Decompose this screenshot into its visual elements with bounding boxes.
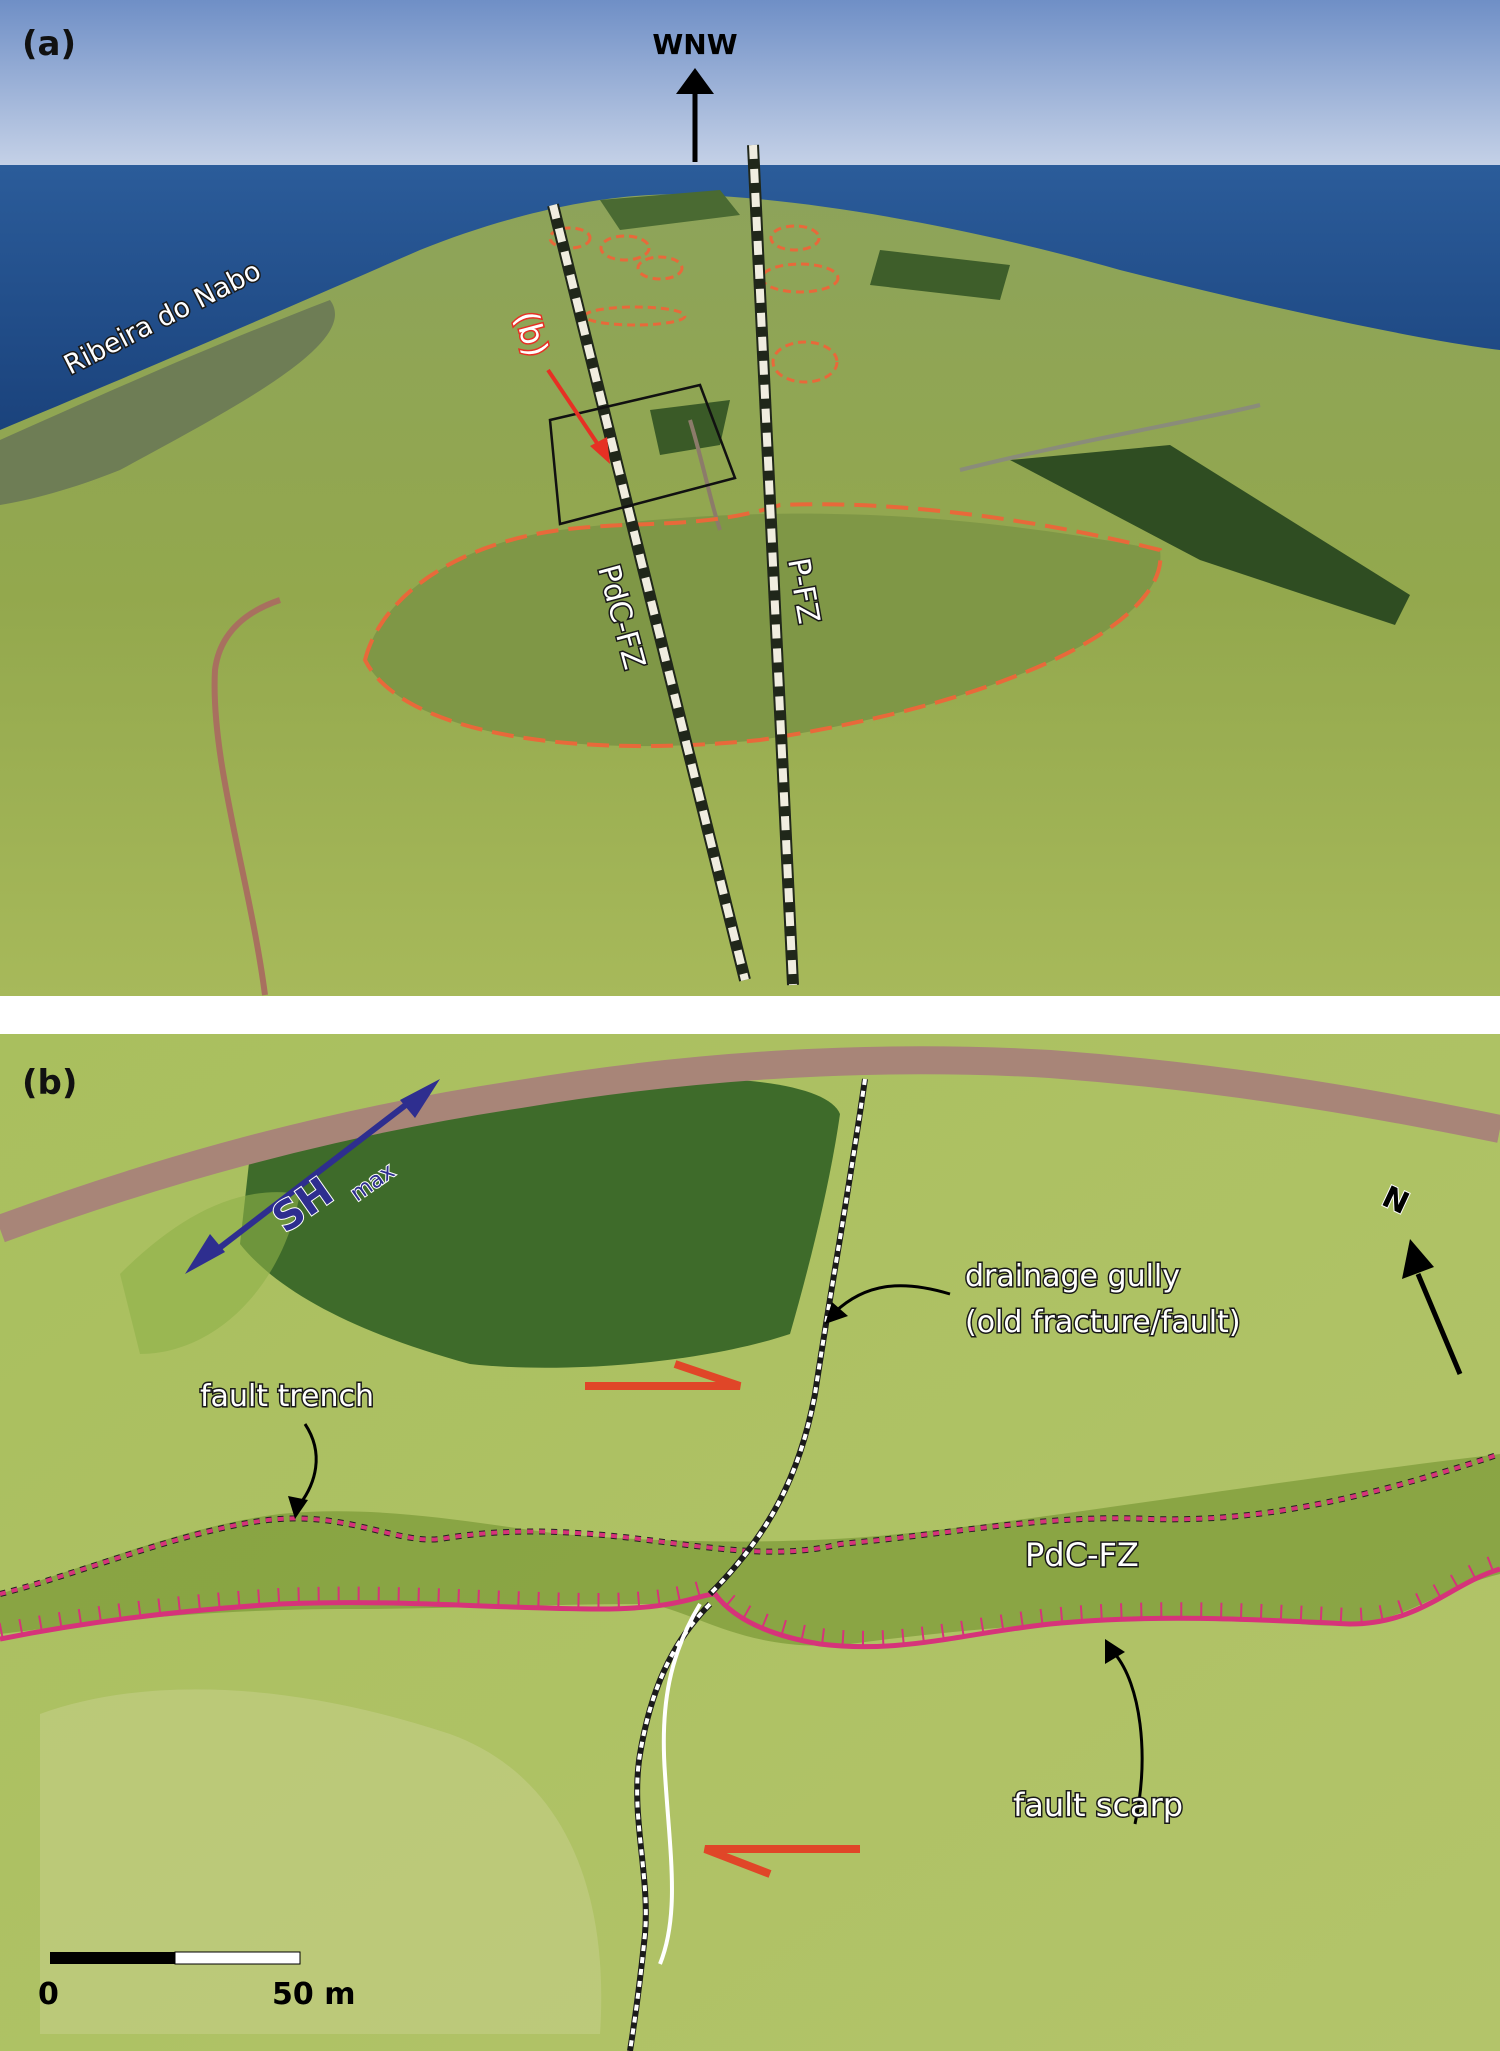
wnw-arrow-head <box>676 68 714 94</box>
scale-bar-black <box>50 1952 175 1964</box>
forest-patch <box>240 1078 840 1368</box>
north-arrow <box>1415 1273 1463 1375</box>
drainage-gully-trace <box>708 1078 867 1596</box>
road-left <box>211 597 281 996</box>
road <box>0 1046 1500 1243</box>
cone-outline <box>636 255 684 281</box>
gully-label-line2: (old fracture/fault) <box>965 1305 1241 1340</box>
fault-zone-label: PdC-FZ <box>1025 1536 1139 1574</box>
forest-patch-far <box>600 190 740 230</box>
scarp-callout-arrow <box>1113 1653 1144 1825</box>
inset-arrow <box>546 368 605 454</box>
panel-a-svg: (a) WNW Ribeira do Nabo (b) PdC-FZ P-FZ <box>0 0 1500 996</box>
north-arrow-head <box>1402 1239 1434 1279</box>
inset-arrow-head <box>590 437 610 464</box>
trench-callout-arrow <box>298 1423 318 1505</box>
panel-b-label: (b) <box>22 1063 77 1103</box>
shmax-arrow-head-sw <box>185 1234 225 1274</box>
gully-offset-channel <box>658 1602 702 1965</box>
gully-label-line1: drainage gully <box>965 1259 1180 1294</box>
shrub-patch <box>120 1192 300 1354</box>
scarp-label: fault scarp <box>1013 1786 1183 1824</box>
panel-b-drone-image: (b) SH max N drainage gully (old fractur… <box>0 1034 1500 2051</box>
scale-bar-white <box>174 1951 301 1965</box>
cone-outline <box>771 340 839 384</box>
scale-end-label: 50 m <box>272 1977 355 2012</box>
panel-a-aerial-photo: (a) WNW Ribeira do Nabo (b) PdC-FZ P-FZ <box>0 0 1500 996</box>
panel-b-svg: (b) SH max N drainage gully (old fractur… <box>0 1034 1500 2051</box>
fault-trench-trace <box>0 1452 1500 1596</box>
scarp-callout-arrow-head <box>1105 1639 1125 1664</box>
inset-box <box>548 383 737 526</box>
cone-outline <box>599 234 651 262</box>
p-fz-trace <box>749 144 797 986</box>
cone-outline <box>769 224 821 252</box>
direction-label: WNW <box>652 28 737 61</box>
scale-start-label: 0 <box>38 1977 59 2012</box>
pale-ground <box>40 1689 602 2034</box>
gully-callout-arrow <box>833 1284 951 1314</box>
panel-a-label: (a) <box>22 24 76 64</box>
crater-outline <box>362 502 1163 749</box>
coastal-village <box>0 300 335 505</box>
drainage-gully-lower-trace <box>628 1602 712 2051</box>
shmax-arrow-line <box>203 1091 422 1262</box>
slip-arrow-south <box>703 1845 860 1878</box>
fault-scarp-trace <box>0 1566 1500 1650</box>
gully-callout-arrow-head <box>825 1302 848 1324</box>
shmax-arrow-head-ne <box>400 1079 440 1118</box>
road-right <box>959 403 1261 472</box>
trench-label: fault trench <box>200 1379 374 1414</box>
trench-callout-arrow-head <box>288 1496 308 1519</box>
crater-floor <box>365 513 1161 747</box>
slip-arrow-north <box>585 1360 742 1390</box>
cone-outline <box>548 226 592 250</box>
pdc-fz-trace <box>549 204 749 981</box>
forest-patch-mid <box>870 250 1010 300</box>
forest-patch-right <box>1010 445 1410 625</box>
sky <box>0 0 1500 170</box>
